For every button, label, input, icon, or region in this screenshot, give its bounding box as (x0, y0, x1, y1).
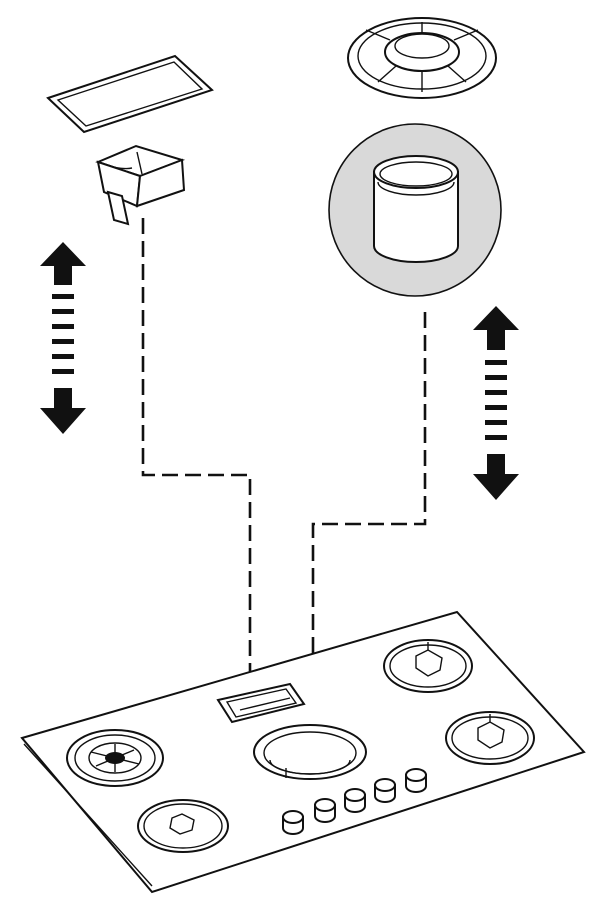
filter-slot (216, 682, 306, 724)
filter-guide-line (141, 218, 252, 688)
burner-rear-left (137, 799, 229, 853)
control-knob (405, 768, 427, 793)
cooktop (20, 610, 586, 894)
control-knob (282, 810, 304, 835)
control-knob (374, 778, 396, 803)
left-double-arrow-icon (40, 242, 86, 434)
control-knob (314, 798, 336, 823)
filter-cartridge (95, 144, 186, 226)
gasket (46, 54, 214, 134)
burner-rear-right (383, 639, 473, 693)
extraction-hole (253, 724, 367, 780)
cylinder-guide-line (311, 312, 427, 720)
extraction-cylinder (328, 123, 502, 297)
right-double-arrow-icon (473, 306, 519, 500)
burner-front-left (66, 729, 164, 787)
control-knob (344, 788, 366, 813)
burner-cap (347, 17, 497, 99)
control-knobs (282, 768, 427, 835)
burner-front-right (445, 711, 535, 765)
